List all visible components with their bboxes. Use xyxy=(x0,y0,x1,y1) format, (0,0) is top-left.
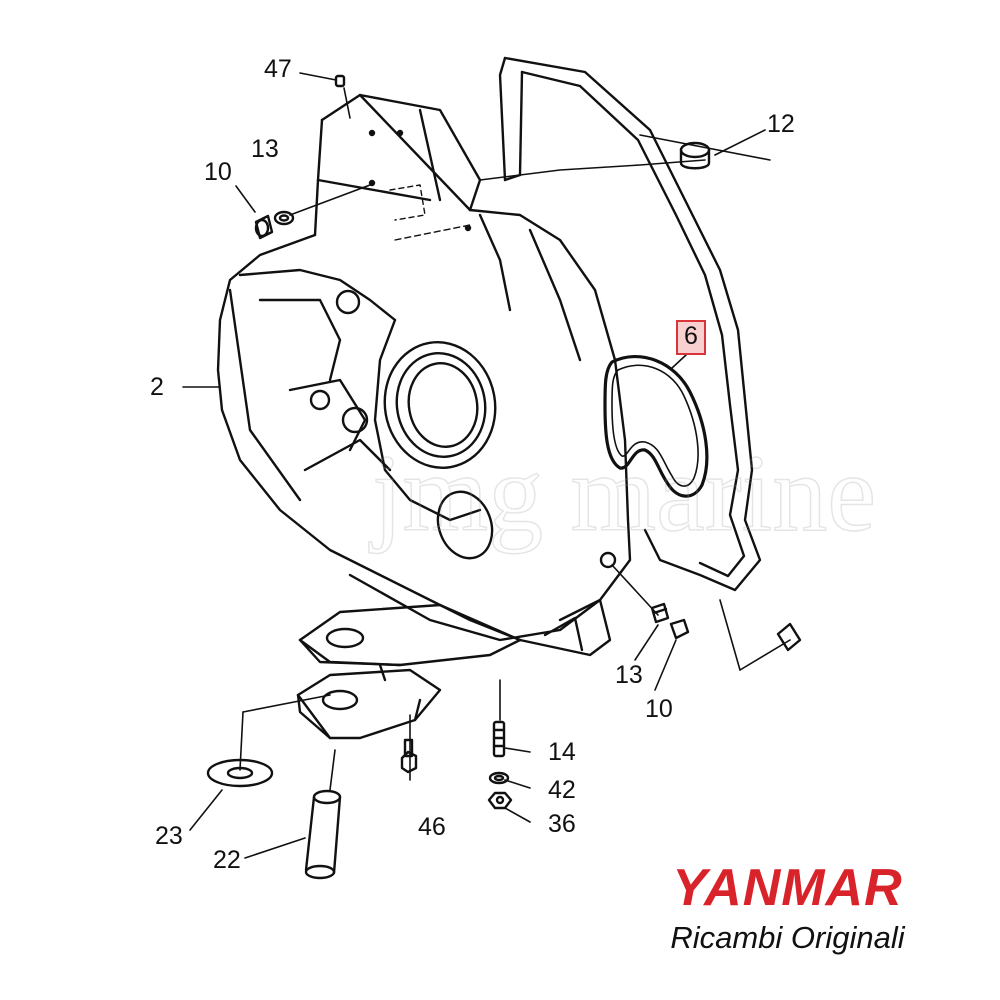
cover-plate xyxy=(498,56,771,592)
callout-42: 42 xyxy=(548,776,576,804)
plug-part-10-top xyxy=(254,214,274,240)
callout-13-top: 13 xyxy=(251,135,279,163)
callout-36: 36 xyxy=(548,810,576,838)
brand-logo-text: YANMAR xyxy=(672,859,903,917)
watermark-text: jmg marine xyxy=(367,431,877,555)
housing-part-2 xyxy=(216,93,706,657)
pin-part-22 xyxy=(304,789,342,880)
bearing-bore xyxy=(383,341,497,560)
bolt-part-46 xyxy=(400,738,418,774)
nut-part-36 xyxy=(487,791,513,810)
callout-10-top: 10 xyxy=(204,158,232,186)
brand-tagline: Ricambi Originali xyxy=(670,920,905,955)
svg-text:jmg marine: jmg marine xyxy=(368,432,876,554)
callout-2: 2 xyxy=(150,373,164,401)
washer-part-13-bottom xyxy=(650,602,670,624)
callout-46: 46 xyxy=(418,813,446,841)
washer-part-13-top xyxy=(273,210,295,226)
leader-lines xyxy=(182,72,791,859)
callout-47: 47 xyxy=(264,55,292,83)
plug-part-12 xyxy=(679,141,711,170)
bolt-edge-right xyxy=(776,622,802,652)
plug-part-10-bottom xyxy=(669,618,690,640)
callout-23: 23 xyxy=(155,822,183,850)
callout-13-bottom: 13 xyxy=(615,661,643,689)
mounting-arms xyxy=(296,603,522,740)
gasket-part-6 xyxy=(603,354,709,498)
callout-6-highlighted: 6 xyxy=(676,320,706,355)
washer-part-23 xyxy=(206,758,274,788)
callout-22: 22 xyxy=(213,846,241,874)
callout-10-bottom: 10 xyxy=(645,695,673,723)
callout-14: 14 xyxy=(548,738,576,766)
brand-block: YANMAR Ricambi Originali xyxy=(630,862,945,953)
callout-12: 12 xyxy=(767,110,795,138)
washer-part-42 xyxy=(488,771,510,785)
plug-part-47 xyxy=(334,74,346,88)
stud-part-14 xyxy=(492,720,506,758)
